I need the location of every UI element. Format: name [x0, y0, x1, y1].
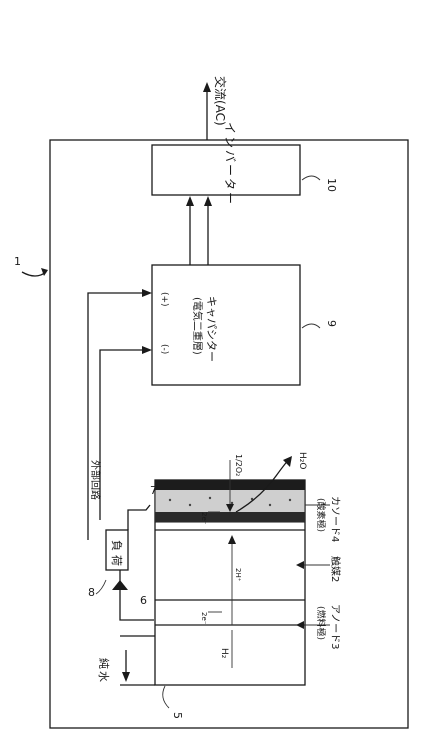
h2-label: H₂: [219, 648, 229, 659]
load-ref-leader: [95, 579, 107, 595]
water-ref-leader: [162, 685, 170, 709]
capacitor-box: [151, 264, 301, 386]
o2-inflow-arrowhead: [226, 504, 234, 512]
ac-output-label: 交流(AC): [213, 76, 228, 126]
arrowhead-capacitor-plus: [142, 289, 152, 297]
load-ref-number: 8: [88, 586, 95, 599]
system-frame: [49, 139, 409, 729]
inverter-ref-leader: [301, 175, 321, 181]
h-plus-arrowhead: [228, 535, 236, 544]
external-circuit-label: 外部回路: [89, 460, 102, 500]
anode-wire-ref: 6: [140, 594, 147, 607]
arrowhead-load-in: [112, 580, 128, 590]
arrowhead-inverter-1: [186, 196, 194, 206]
o2-label: 1/2O₂: [234, 454, 243, 476]
anode-wire: [119, 570, 154, 621]
h2o-label: H₂O: [297, 452, 307, 469]
electron-label-bottom: 2e⁻: [200, 612, 208, 625]
anode-leader-arrowhead: [296, 621, 304, 629]
load-to-capacitor-plus-wire: [87, 292, 144, 540]
catalyst-leader-arrowhead: [296, 561, 304, 569]
cathode-texture: [168, 496, 292, 507]
load-box: [105, 529, 129, 571]
capacitor-plus-label: (+): [159, 292, 169, 307]
electron-label-top: 2e⁻: [200, 512, 208, 525]
water-in-arrowhead: [122, 672, 130, 682]
cathode-wire-ref: 7: [150, 484, 157, 497]
arrowhead-capacitor-minus: [142, 346, 152, 354]
system-ref-arrowhead: [41, 268, 48, 276]
cathode-sublabel: (酸素極): [315, 498, 327, 532]
capacitor-ref-number: 9: [325, 320, 338, 327]
h-plus-label: 2H⁺: [234, 568, 242, 582]
catalyst-label: 触媒2: [329, 556, 342, 582]
anode-sublabel: (燃料極): [315, 606, 327, 640]
inverter-label: インバーター: [223, 122, 237, 206]
system-ref-number: 1: [14, 255, 21, 268]
capacitor-sublabel: (電気二重層): [191, 297, 204, 355]
cathode-layer-bottom-band: [155, 512, 305, 522]
inverter-box: [151, 144, 301, 196]
capacitor-minus-label: (-): [159, 344, 169, 354]
load-to-capacitor-minus-wire: [99, 349, 144, 520]
arrowhead-inverter-2: [204, 196, 212, 206]
capacitor-label: キャパシター: [205, 296, 218, 362]
inverter-ref-number: 10: [325, 178, 338, 192]
cathode-label: カソード4: [329, 496, 341, 542]
capacitor-ref-leader: [301, 323, 321, 329]
water-in-label: 純水: [97, 658, 110, 684]
ac-output-arrowhead: [203, 82, 211, 92]
cathode-wire: [127, 504, 151, 530]
system-ref-leader: [21, 271, 47, 277]
anode-label: アノード3: [329, 604, 340, 649]
load-label: 負荷: [110, 540, 123, 570]
water-ref-number: 5: [171, 712, 184, 719]
h2o-outflow-arrowhead: [283, 456, 292, 467]
